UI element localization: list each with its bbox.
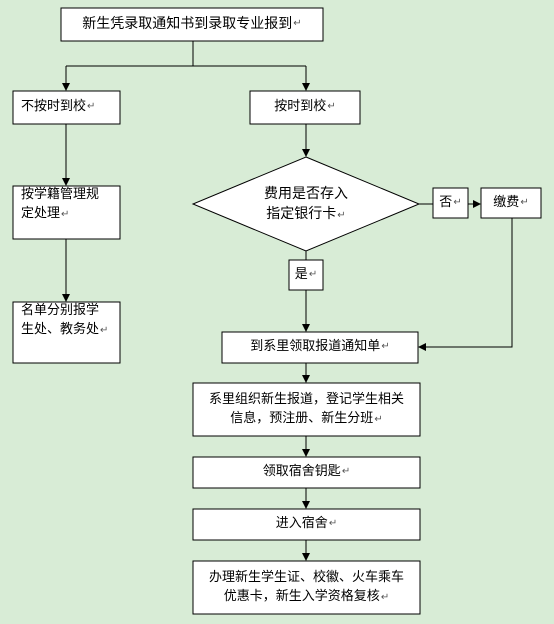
yes-label: 是↵ [294, 266, 318, 282]
fee-decision-label: 费用是否存入 指定银行卡↵ [264, 185, 348, 222]
register-label: 系里组织新生报道，登记学生相关 信息，预注册、新生分班↵ [208, 391, 404, 426]
yes-box [288, 259, 324, 291]
enter-dorm-label: 进入宿舍↵ [275, 516, 338, 532]
start-box [60, 7, 324, 42]
start-label: 新生凭录取通知书到录取专业报到↵ [82, 16, 302, 33]
get-notice-label: 到系里领取报道通知单↵ [250, 339, 390, 355]
arrow-pay-to-notice [418, 218, 513, 351]
pay-box [480, 187, 542, 219]
enter-dorm-box [192, 508, 421, 541]
certificates-label: 办理新生学生证、校徽、火车乘车 优惠卡，新生入学资格复核↵ [208, 569, 404, 604]
report-list-box [12, 301, 121, 364]
handle-status-label: 按学籍管理规 定处理↵ [21, 187, 100, 221]
certificates-box [192, 560, 421, 615]
report-list-label: 名单分别报学 生处、教务处↵ [21, 303, 109, 337]
no-box [432, 187, 469, 219]
handle-status-box [12, 185, 121, 240]
on-time-label: 按时到校↵ [274, 99, 336, 115]
register-box [192, 382, 421, 437]
on-time-box [249, 90, 361, 125]
dorm-keys-box [192, 456, 421, 489]
dorm-keys-label: 领取宿舍钥匙↵ [262, 464, 351, 480]
not-on-time-label: 不按时到校↵ [21, 99, 96, 115]
no-label: 否↵ [439, 194, 462, 210]
pay-label: 缴费↵ [493, 194, 529, 210]
not-on-time-box [12, 90, 121, 125]
